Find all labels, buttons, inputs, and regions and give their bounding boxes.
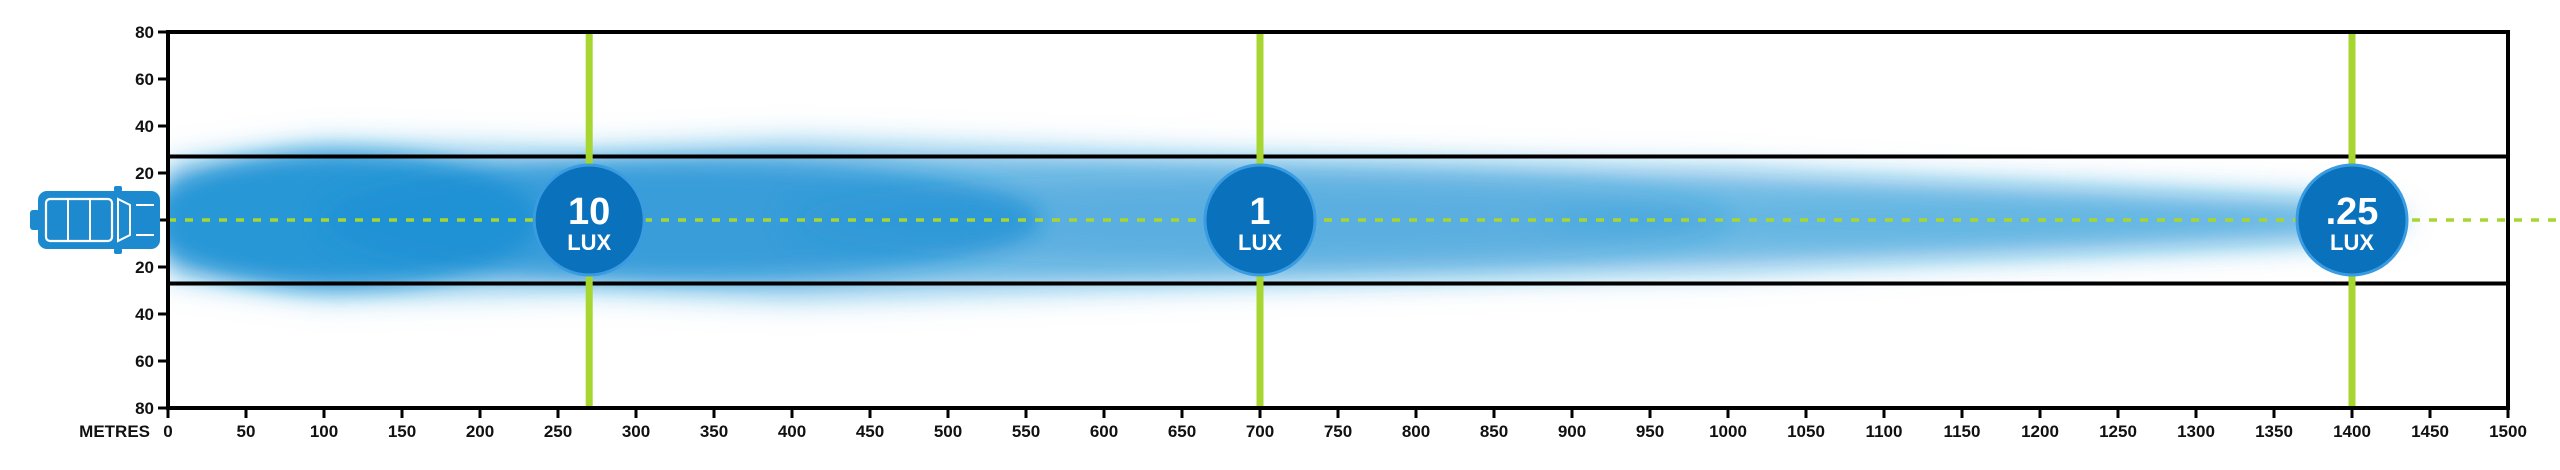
x-tick-label: 1000 — [1709, 422, 1747, 441]
y-tick-label: 60 — [135, 352, 154, 371]
vehicle-spare-wheel — [30, 210, 40, 230]
x-tick-label: 1050 — [1787, 422, 1825, 441]
y-tick-label: 60 — [135, 70, 154, 89]
y-tick-label: 40 — [135, 305, 154, 324]
x-tick-label: 700 — [1246, 422, 1274, 441]
x-tick-label: 150 — [388, 422, 416, 441]
x-axis-label: METRES — [79, 422, 150, 441]
x-tick-label: 250 — [544, 422, 572, 441]
x-tick-label: 1250 — [2099, 422, 2137, 441]
vehicle-mirror — [114, 186, 122, 192]
x-tick-label: 800 — [1402, 422, 1430, 441]
vehicle-windshield — [117, 197, 131, 243]
x-tick-label: 450 — [856, 422, 884, 441]
x-tick-label: 400 — [778, 422, 806, 441]
x-tick-label: 50 — [237, 422, 256, 441]
x-tick-label: 1400 — [2333, 422, 2371, 441]
x-tick-label: 1450 — [2411, 422, 2449, 441]
y-axis: 80604020020406080 — [135, 23, 168, 418]
x-tick-label: 1200 — [2021, 422, 2059, 441]
lux-value: 10 — [568, 191, 610, 233]
x-tick-label: 950 — [1636, 422, 1664, 441]
y-tick-label: 80 — [135, 399, 154, 418]
x-tick-label: 850 — [1480, 422, 1508, 441]
x-axis: 0 50 100 150 200 250 300 350 400 450 500 550 600 650 7… — [79, 408, 2527, 441]
x-tick-label: 350 — [700, 422, 728, 441]
x-tick-label: 1350 — [2255, 422, 2293, 441]
vehicle-icon — [30, 186, 160, 254]
vehicle-mirror — [114, 248, 122, 254]
x-tick-label: 200 — [466, 422, 494, 441]
y-tick-label: 20 — [135, 258, 154, 277]
x-tick-label: 650 — [1168, 422, 1196, 441]
vehicle-roof — [44, 197, 114, 243]
y-tick-label: 20 — [135, 164, 154, 183]
y-tick-label: 40 — [135, 117, 154, 136]
x-tick-label: 600 — [1090, 422, 1118, 441]
x-tick-label: 550 — [1012, 422, 1040, 441]
lux-unit: LUX — [2330, 230, 2374, 255]
x-tick-label: 750 — [1324, 422, 1352, 441]
x-tick-label: 500 — [934, 422, 962, 441]
lux-value: 1 — [1249, 191, 1270, 233]
lux-marker-circle — [2295, 163, 2409, 277]
x-tick-label: 100 — [310, 422, 338, 441]
lux-marker-circle — [532, 163, 646, 277]
y-tick-label: 80 — [135, 23, 154, 42]
lux-unit: LUX — [567, 230, 611, 255]
road-band — [168, 154, 2508, 286]
x-tick-label: 900 — [1558, 422, 1586, 441]
x-tick-label: 0 — [163, 422, 172, 441]
x-tick-label: 300 — [622, 422, 650, 441]
x-tick-label: 1150 — [1944, 422, 1981, 441]
x-tick-label: 1300 — [2177, 422, 2215, 441]
x-tick-label: 1500 — [2489, 422, 2527, 441]
lux-marker-circle — [1203, 163, 1317, 277]
lux-value: .25 — [2326, 191, 2379, 233]
lux-unit: LUX — [1238, 230, 1282, 255]
beam-tail — [1540, 191, 2384, 249]
x-tick-label: 1100 — [1866, 422, 1903, 441]
